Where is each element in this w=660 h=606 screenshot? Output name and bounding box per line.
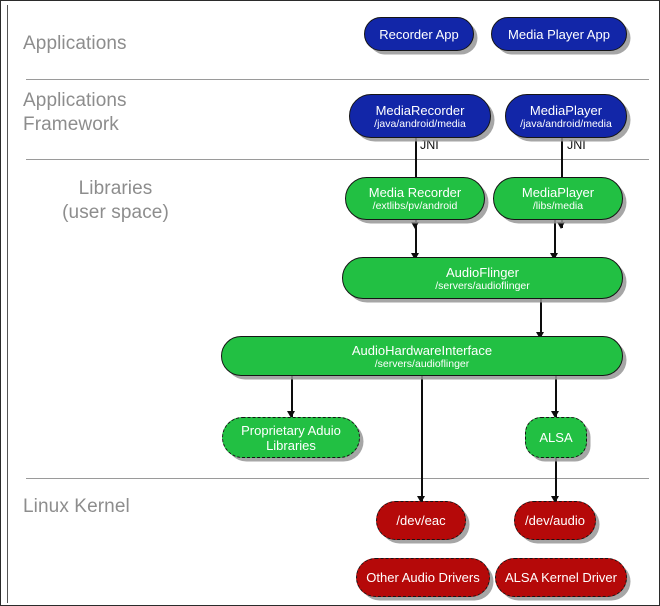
node-media-recorder-native[interactable]: Media Recorder /extlibs/pv/android: [345, 177, 485, 220]
arrowhead-ahi-to-proprietary: [287, 411, 295, 418]
jni-label-right: JNI: [567, 138, 586, 152]
connector-alsa-to-dev-audio: [555, 458, 557, 501]
node-alsa[interactable]: ALSA: [525, 417, 587, 458]
node-audiohardwareinterface-path: /servers/audioflinger: [374, 357, 470, 370]
node-dev-eac-title: /dev/eac: [396, 513, 446, 528]
node-audioflinger-path: /servers/audioflinger: [435, 279, 530, 292]
node-mediaplayer-java-title: MediaPlayer: [529, 102, 603, 118]
arrowhead-mediaplayer-jni: [557, 222, 565, 229]
node-recorder-app[interactable]: Recorder App: [364, 17, 474, 51]
node-mediarecorder-java-path: /java/android/media: [374, 117, 466, 130]
node-media-recorder-native-path: /extlibs/pv/android: [372, 200, 458, 212]
node-proprietary-audio-libraries-title: Proprietary Aduio Libraries: [241, 422, 341, 453]
layer-label-libraries: Libraries (user space): [62, 178, 169, 223]
node-dev-eac[interactable]: /dev/eac: [376, 501, 466, 540]
node-media-player-native[interactable]: MediaPlayer /libs/media: [493, 177, 623, 220]
node-media-player-app[interactable]: Media Player App: [491, 17, 627, 51]
connector-ahi-to-alsa: [555, 375, 557, 417]
node-other-audio-drivers[interactable]: Other Audio Drivers: [356, 558, 490, 597]
connector-mediarecorder-to-audioflinger: [415, 220, 417, 264]
layer-label-linux-kernel: Linux Kernel: [23, 496, 130, 517]
node-media-player-native-title: MediaPlayer: [521, 185, 595, 200]
node-dev-audio[interactable]: /dev/audio: [514, 501, 596, 540]
node-mediarecorder-java-title: MediaRecorder: [375, 102, 465, 118]
node-alsa-title: ALSA: [539, 430, 573, 445]
node-media-recorder-native-title: Media Recorder: [368, 185, 462, 200]
arrowhead-alsa-to-dev-audio: [551, 496, 559, 503]
layer-divider-applications: [26, 79, 649, 80]
node-media-player-app-title: Media Player App: [508, 26, 610, 42]
arrowhead-ahi-to-dev-eac: [417, 496, 425, 503]
connector-ahi-to-dev-eac: [421, 375, 423, 501]
node-other-audio-drivers-title: Other Audio Drivers: [366, 570, 480, 585]
connector-audioflinger-to-ahi: [540, 299, 542, 339]
layer-divider-kernel: [26, 478, 649, 479]
node-dev-audio-title: /dev/audio: [525, 513, 585, 528]
layer-label-applications: Applications: [23, 33, 127, 54]
node-audiohardwareinterface[interactable]: AudioHardwareInterface /servers/audiofli…: [221, 336, 623, 376]
node-audioflinger-title: AudioFlinger: [446, 264, 519, 280]
connector-ahi-to-proprietary: [291, 375, 293, 417]
node-proprietary-audio-libraries[interactable]: Proprietary Aduio Libraries: [222, 417, 360, 458]
node-audioflinger[interactable]: AudioFlinger /servers/audioflinger: [342, 257, 623, 299]
layer-label-applications-framework: Applications Framework: [23, 90, 127, 135]
connector-mediaplayer-to-audioflinger: [554, 220, 556, 264]
layer-divider-framework: [26, 159, 649, 160]
node-mediaplayer-java[interactable]: MediaPlayer /java/android/media: [505, 94, 627, 138]
jni-label-left: JNI: [420, 138, 439, 152]
node-recorder-app-title: Recorder App: [379, 26, 459, 42]
arrowhead-ahi-to-alsa: [551, 411, 559, 418]
node-media-player-native-path: /libs/media: [532, 200, 584, 212]
node-mediarecorder-java[interactable]: MediaRecorder /java/android/media: [349, 94, 491, 138]
node-alsa-kernel-driver-title: ALSA Kernel Driver: [505, 570, 617, 585]
node-audiohardwareinterface-title: AudioHardwareInterface: [351, 342, 493, 358]
node-mediaplayer-java-path: /java/android/media: [520, 117, 612, 130]
node-alsa-kernel-driver[interactable]: ALSA Kernel Driver: [495, 558, 627, 597]
